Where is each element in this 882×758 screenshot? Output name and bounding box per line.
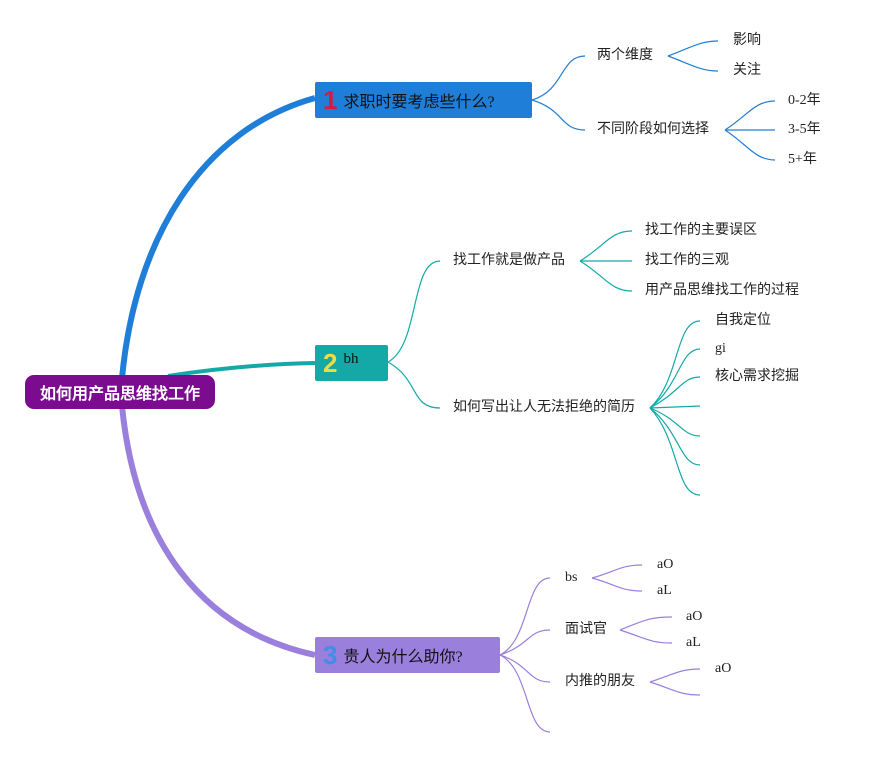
link-t1-sub1-leaf1 [667,40,719,57]
topic-number-2-icon: 2 [323,348,338,378]
link-t3-sub2-leaf1 [619,616,673,631]
link-t2-sub2-leaf1 [649,320,701,409]
topic-number-1-icon: 1 [323,85,338,115]
subtopic-job-as-product[interactable]: 找工作就是做产品 [453,253,565,268]
link-t3-sub1-leaf2 [591,577,643,592]
leaf-core-needs[interactable]: 核心需求挖掘 [715,369,799,384]
link-t2-sub1-leaf3 [579,260,633,292]
link-root-topic1 [119,95,316,379]
leaf-bs-ao[interactable]: aO [657,557,674,572]
topic-number-3-icon: 3 [323,640,338,670]
subtopic-stage-choice[interactable]: 不同阶段如何选择 [597,122,709,137]
link-t2-sub2-leaf2 [649,348,701,409]
link-t3-sub2-leaf2 [619,629,673,644]
topic-label-1: 求职时要考虑些什么? [343,94,495,111]
link-t2-sub1-leaf1 [579,230,633,262]
link-t3-sub1-leaf1 [591,564,643,579]
leaf-referral-ao[interactable]: aO [715,661,732,676]
link-t3-sub3 [499,654,551,683]
link-t3-sub2 [499,629,551,656]
subtopic-two-dimensions[interactable]: 两个维度 [597,48,653,63]
leaf-self-positioning[interactable]: 自我定位 [715,313,771,328]
subtopic-interviewer[interactable]: 面试官 [565,622,607,637]
root-node[interactable]: 如何用产品思维找工作 [25,375,215,409]
link-t1-sub2 [531,99,586,131]
link-t1-sub1-leaf2 [667,55,719,72]
link-t2-sub2-leaf7 [649,407,701,496]
leaf-influence[interactable]: 影响 [733,33,761,48]
leaf-5-plus-years[interactable]: 5+年 [788,152,817,167]
topic-node-3[interactable]: 3 贵人为什么助你? [315,637,500,673]
link-t3-sub3-leaf2 [649,681,701,696]
link-root-topic2 [167,361,316,378]
link-t2-sub1 [387,260,441,363]
link-t2-sub2 [387,361,441,409]
link-t2-sub2-leaf6 [649,407,701,466]
leaf-3-5-years[interactable]: 3-5年 [788,122,821,137]
leaf-0-2-years[interactable]: 0-2年 [788,93,821,108]
link-t2-sub2-leaf4 [649,405,701,409]
link-root-topic3 [119,405,316,658]
leaf-interviewer-ao[interactable]: aO [686,609,703,624]
leaf-job-three-views[interactable]: 找工作的三观 [645,253,729,268]
root-label: 如何用产品思维找工作 [39,386,200,403]
topic-label-2: bh [343,350,359,367]
leaf-bs-al[interactable]: aL [657,583,672,598]
link-t1-sub2-leaf1 [724,100,776,131]
link-t1-sub1 [531,55,586,101]
link-t3-sub3-leaf1 [649,668,701,683]
subtopic-resume[interactable]: 如何写出让人无法拒绝的简历 [453,400,635,415]
topic-node-2[interactable]: 2 bh [315,345,388,381]
topic-node-1[interactable]: 1 求职时要考虑些什么? [315,82,532,118]
leaf-gi[interactable]: gi [715,341,726,356]
link-t2-sub2-leaf5 [649,407,701,437]
leaf-product-thinking-process[interactable]: 用产品思维找工作的过程 [645,283,799,298]
leaf-job-misconceptions[interactable]: 找工作的主要误区 [645,223,757,238]
link-t3-sub4 [499,654,551,733]
link-t3-sub1 [499,577,551,656]
leaf-focus[interactable]: 关注 [733,63,761,78]
link-t2-sub2-leaf3 [649,376,701,409]
leaf-interviewer-al[interactable]: aL [686,635,701,650]
subtopic-bs[interactable]: bs [565,570,578,585]
subtopic-referral-friend[interactable]: 内推的朋友 [565,674,635,689]
topic-label-3: 贵人为什么助你? [343,649,463,666]
link-t1-sub2-leaf3 [724,129,776,161]
